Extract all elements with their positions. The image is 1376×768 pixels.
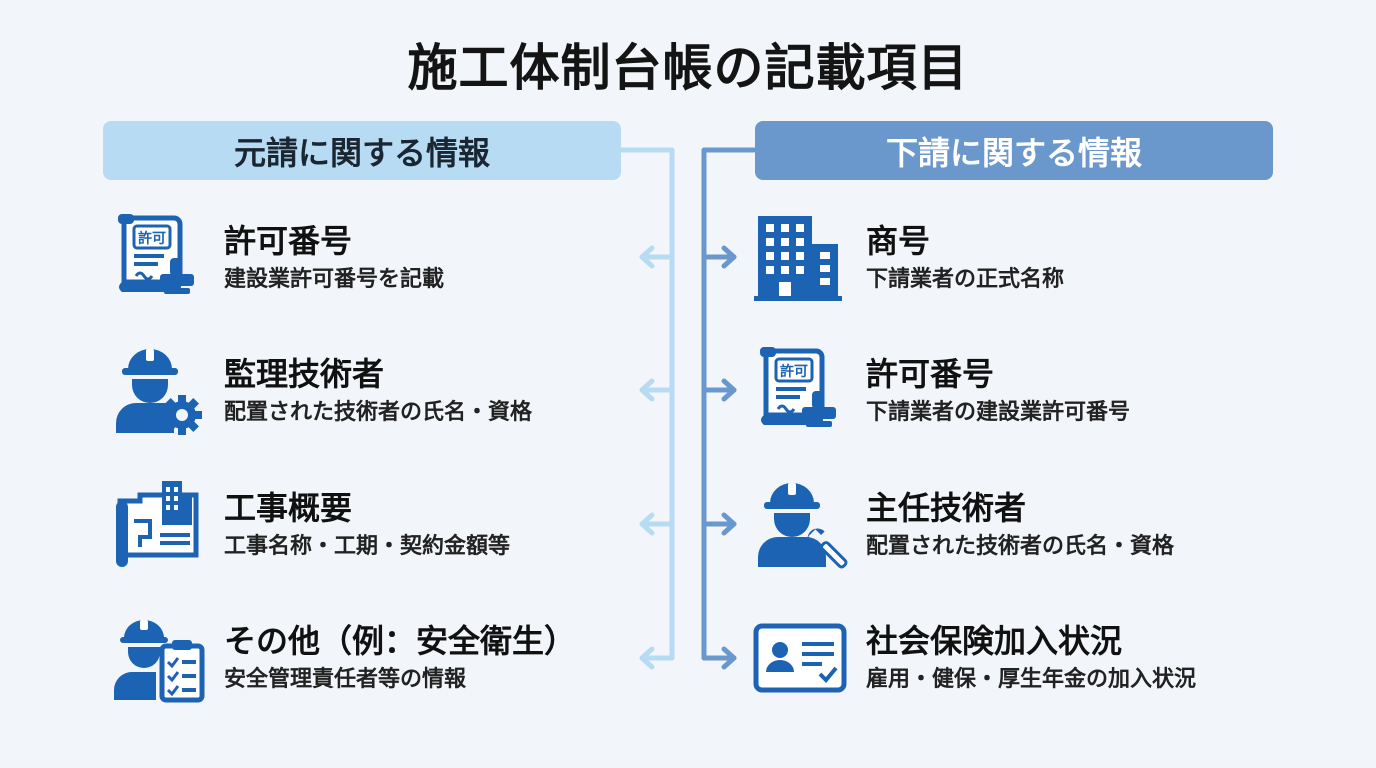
permit-document-icon: 許可 [752,343,848,439]
engineer-gear-icon [110,343,206,439]
item-title: 許可番号 [224,222,353,260]
right-arrowhead-2 [721,378,737,402]
item-title: 主任技術者 [866,489,1027,527]
right-item-social-insurance: 社会保険加入状況 雇用・健保・厚生年金の加入状況 [752,610,1196,706]
right-connector-trunk [701,147,757,661]
blueprint-building-icon [110,477,206,573]
page-title: 施工体制台帳の記載項目 [407,39,969,97]
item-description: 配置された技術者の氏名・資格 [866,534,1175,559]
right-item-chief-engineer: 主任技術者 配置された技術者の氏名・資格 [752,477,1174,573]
id-card-icon [752,610,848,706]
item-title: 監理技術者 [224,355,385,393]
right-arrowhead-4 [721,646,737,670]
permit-document-icon: 許可 [110,210,206,306]
left-arrowhead-1 [639,245,655,269]
item-description: 安全管理責任者等の情報 [224,667,467,692]
right-column-header: 下請に関する情報 [755,121,1273,180]
item-description: 雇用・健保・厚生年金の加入状況 [866,667,1197,692]
item-title: 社会保険加入状況 [866,622,1123,660]
item-title: 許可番号 [866,355,995,393]
right-connector [701,147,757,670]
worker-checklist-icon [110,610,206,706]
left-item-project-overview: 工事概要 工事名称・工期・契約金額等 [110,477,510,573]
right-item-trade-name: 商号 下請業者の正式名称 [752,210,1064,306]
permit-icon-text: 許可 [138,230,166,247]
right-arrowhead-1 [721,245,737,269]
left-item-other-safety: その他（例：安全衛生） 安全管理責任者等の情報 [110,610,576,706]
right-item-permit-number: 許可 許可番号 下請業者の建設業許可番号 [752,343,1130,439]
left-column-header: 元請に関する情報 [103,121,621,180]
item-title: 商号 [866,222,931,260]
office-building-icon [752,210,848,306]
engineer-wrench-icon [752,477,848,573]
left-arrowhead-2 [639,378,655,402]
item-title: 工事概要 [224,489,353,527]
right-arrowhead-3 [721,512,737,536]
item-description: 下請業者の建設業許可番号 [866,400,1131,425]
item-title: その他（例：安全衛生） [224,622,577,660]
left-item-permit-number: 許可 許可番号 建設業許可番号を記載 [110,210,444,306]
left-connector-trunk [619,147,675,661]
item-description: 工事名称・工期・契約金額等 [224,534,511,559]
item-description: 下請業者の正式名称 [866,267,1065,292]
left-connector [619,147,675,670]
item-description: 配置された技術者の氏名・資格 [224,400,533,425]
item-description: 建設業許可番号を記載 [224,267,445,292]
left-item-supervising-engineer: 監理技術者 配置された技術者の氏名・資格 [110,343,532,439]
left-arrowhead-4 [639,646,655,670]
permit-icon-text: 許可 [780,363,808,380]
left-arrowhead-3 [639,512,655,536]
